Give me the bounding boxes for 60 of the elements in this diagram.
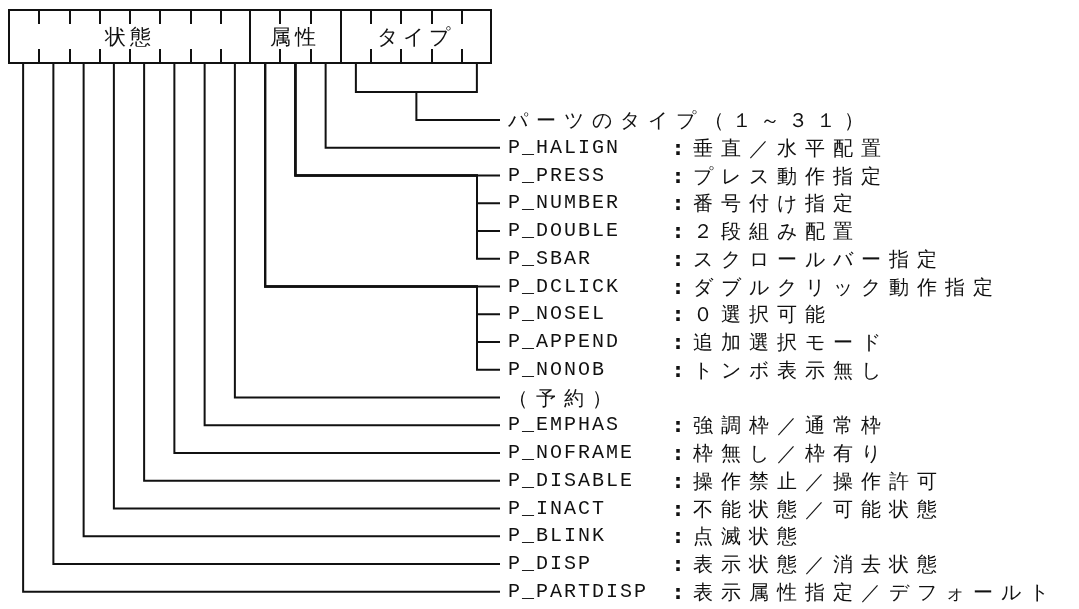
field-name: P_NOFRAME [508,440,636,466]
field-name: P_HALIGN [508,134,621,161]
separator-colon: : [674,329,683,356]
field-description: スクロールバー指定 [693,245,945,273]
field-label: パーツのタイプ（１～３１） [508,107,872,134]
field-description: 番号付け指定 [693,190,861,218]
field-name: P_INACT [508,495,607,522]
separator-colon: : [674,467,683,495]
field-description: トンボ表示無し [693,356,889,384]
field-description: 不能状態／可能状態 [693,495,945,523]
separator-colon: : [674,412,683,440]
bit-field-group [340,9,492,64]
field-description: 強調枠／通常枠 [693,412,889,440]
separator-colon: : [674,218,683,245]
field-description: 表示状態／消去状態 [693,551,945,578]
separator-colon: : [674,440,683,467]
field-name: P_PARTDISP [508,578,650,605]
separator-colon: : [674,190,683,218]
field-name: P_APPEND [508,329,621,355]
field-name: P_NONOB [508,356,607,383]
connector-line [233,63,501,399]
field-name: P_NUMBER [508,190,621,217]
separator-colon: : [674,523,683,551]
separator-colon: : [674,551,683,578]
group-label: 属性 [270,25,321,48]
field-description: 表示属性指定／デフォールト [693,578,1057,606]
separator-colon: : [674,495,683,523]
field-name: P_DOUBLE [508,218,621,244]
field-name: P_DCLICK [508,273,621,300]
field-name: P_PRESS [508,162,607,189]
field-name: P_EMPHAS [508,412,621,439]
bit-field-group [250,9,341,64]
field-description: ２段組み配置 [693,218,861,245]
separator-colon: : [674,301,683,329]
field-description: 枠無し／枠有り [693,440,889,467]
separator-colon: : [674,134,683,162]
field-name: P_BLINK [508,523,607,550]
field-description: 操作禁止／操作許可 [693,467,945,495]
field-name: P_NOSEL [508,301,607,328]
connector-line [354,63,501,121]
separator-colon: : [674,356,683,384]
field-name: P_DISABLE [508,467,636,494]
separator-colon: : [674,162,683,190]
field-description: 点滅状態 [693,523,805,551]
field-name: P_SBAR [508,245,593,272]
field-description: ダブルクリック動作指定 [693,273,1001,301]
separator-colon: : [674,578,683,606]
separator-colon: : [674,273,683,301]
bit-field-group [8,9,250,64]
separator-colon: : [674,245,683,273]
group-label: タイプ [376,25,455,48]
field-name: P_DISP [508,551,593,577]
field-description: 垂直／水平配置 [693,134,889,162]
connector-line [203,63,501,427]
connector-line [324,63,501,149]
field-description: プレス動作指定 [693,162,889,190]
group-label: 状態 [104,25,155,48]
field-description: 追加選択モード [693,329,889,356]
field-description: ０選択可能 [693,301,833,329]
field-label: （予約） [508,384,620,412]
